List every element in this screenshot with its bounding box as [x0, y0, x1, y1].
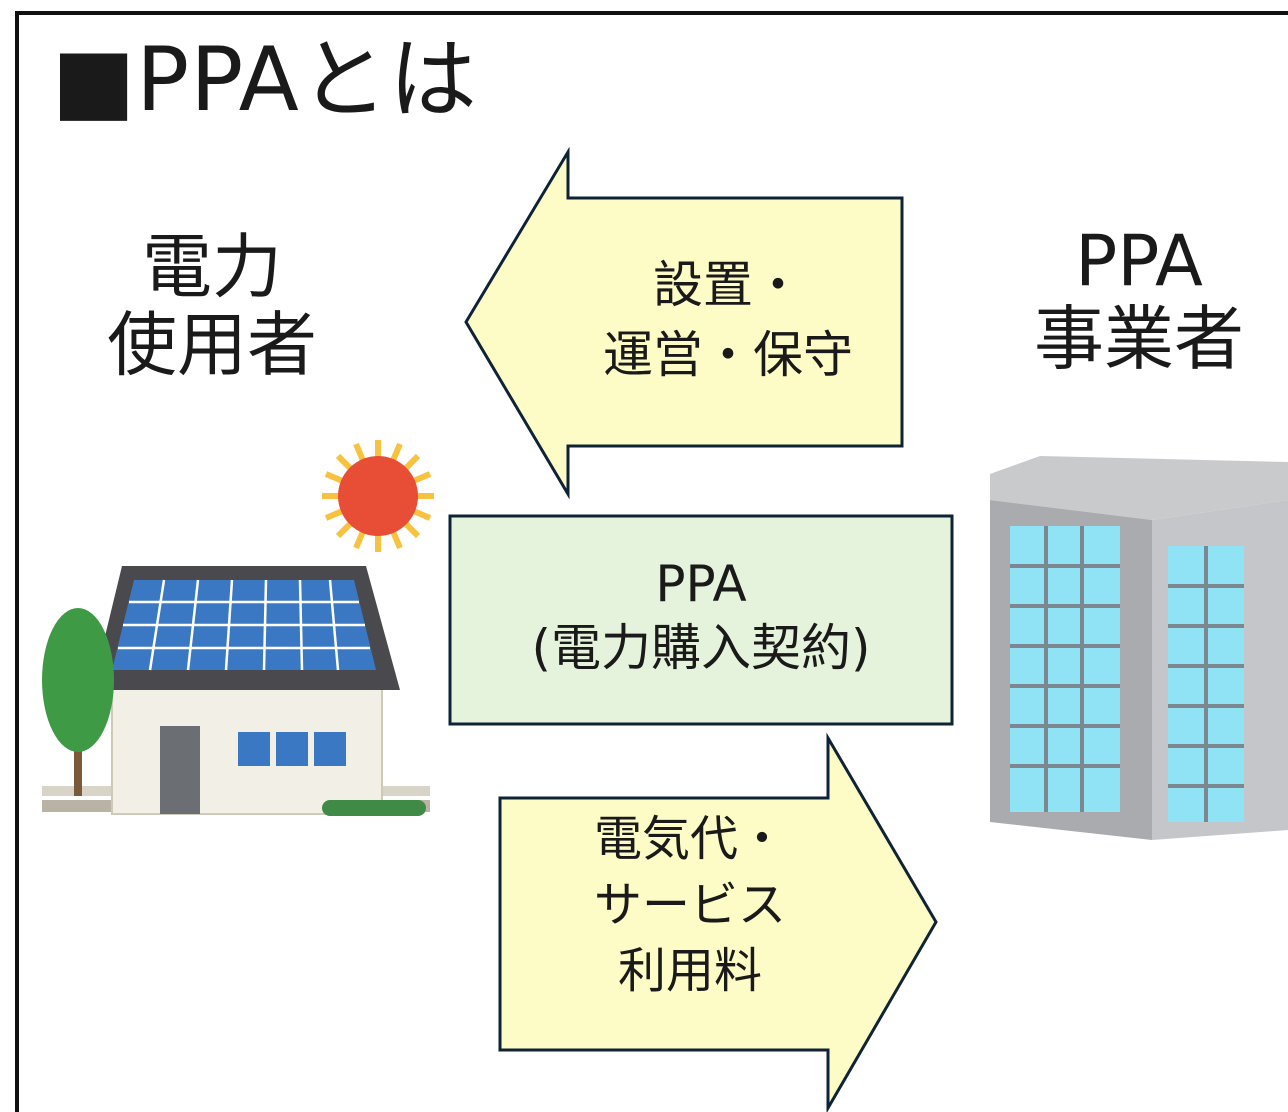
arrow-top-line2: 運営・保守	[603, 326, 853, 384]
power-user-line2: 使用者	[107, 304, 317, 386]
provider-line1: PPA	[1075, 220, 1203, 302]
contract-line2: (電力購入契約)	[531, 619, 871, 677]
contract-box	[448, 514, 954, 726]
provider-line2: 事業者	[1034, 298, 1244, 380]
contract-label: PPA (電力購入契約)	[450, 552, 952, 680]
arrow-top-label: 設置・ 運営・保守	[548, 250, 908, 390]
contract-line1: PPA	[655, 555, 747, 613]
ppa-provider-label: PPA 事業者	[1004, 222, 1274, 378]
arrow-bottom-line2: サービス	[593, 877, 786, 933]
house-with-solar-panels-icon	[42, 566, 430, 816]
page-title: ■PPAとは	[52, 28, 478, 131]
tree-icon	[42, 608, 114, 796]
arrow-top-line1: 設置・	[653, 256, 803, 314]
power-user-line1: 電力	[142, 226, 282, 308]
outer-frame	[15, 11, 1288, 1112]
sun-icon	[322, 440, 434, 552]
arrow-top-left	[464, 146, 904, 500]
arrow-bottom-right	[498, 732, 938, 1112]
arrow-bottom-line3: 利用料	[617, 943, 762, 999]
arrow-bottom-label: 電気代・ サービス 利用料	[500, 806, 880, 1004]
power-user-label: 電力 使用者	[92, 228, 332, 384]
office-building-icon	[990, 456, 1288, 840]
arrow-bottom-line1: 電気代・	[593, 811, 786, 867]
